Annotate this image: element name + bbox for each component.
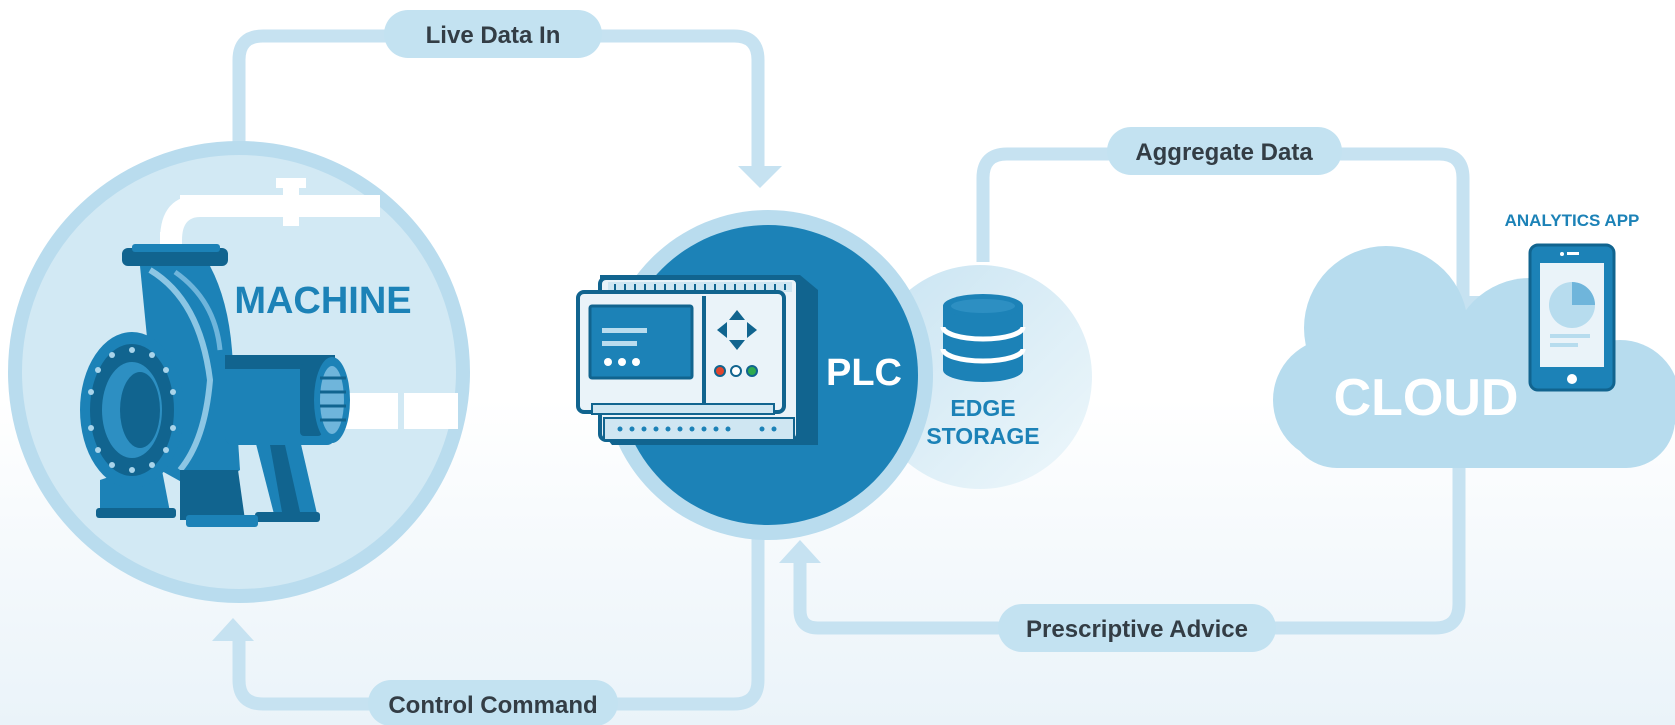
pump-icon bbox=[80, 244, 350, 527]
machine-label: MACHINE bbox=[234, 280, 411, 322]
control-command-pill: Control Command bbox=[368, 680, 618, 725]
edge-storage-label-line2: STORAGE bbox=[926, 423, 1039, 449]
live-data-in-pill: Live Data In bbox=[384, 10, 602, 58]
edge-storage-label-line1: EDGE bbox=[950, 395, 1015, 421]
control-command-label: Control Command bbox=[388, 692, 597, 719]
machine-node: MACHINE bbox=[8, 141, 470, 603]
cloud-label: CLOUD bbox=[1334, 369, 1519, 427]
smartphone-icon bbox=[1528, 243, 1616, 392]
arrowhead-up-plc bbox=[779, 540, 821, 563]
plc-label: PLC bbox=[826, 352, 902, 394]
plc-controller-icon bbox=[576, 275, 818, 445]
arrowhead-down-plc bbox=[738, 166, 782, 188]
cloud-node: CLOUD ANALYTICS APP bbox=[1273, 211, 1675, 468]
database-icon bbox=[940, 294, 1026, 382]
prescriptive-advice-pill: Prescriptive Advice bbox=[998, 604, 1276, 652]
aggregate-data-label: Aggregate Data bbox=[1135, 139, 1313, 166]
aggregate-data-pill: Aggregate Data bbox=[1107, 127, 1342, 175]
prescriptive-advice-label: Prescriptive Advice bbox=[1026, 616, 1248, 643]
pie-chart-icon bbox=[1549, 282, 1595, 328]
arrowhead-up-machine bbox=[212, 618, 254, 641]
edge-storage-node: EDGE STORAGE bbox=[868, 265, 1092, 489]
live-data-in-label: Live Data In bbox=[426, 22, 561, 49]
plc-node: PLC bbox=[576, 210, 933, 540]
machine-pipes bbox=[160, 178, 458, 434]
analytics-app-label: ANALYTICS APP bbox=[1505, 211, 1640, 230]
